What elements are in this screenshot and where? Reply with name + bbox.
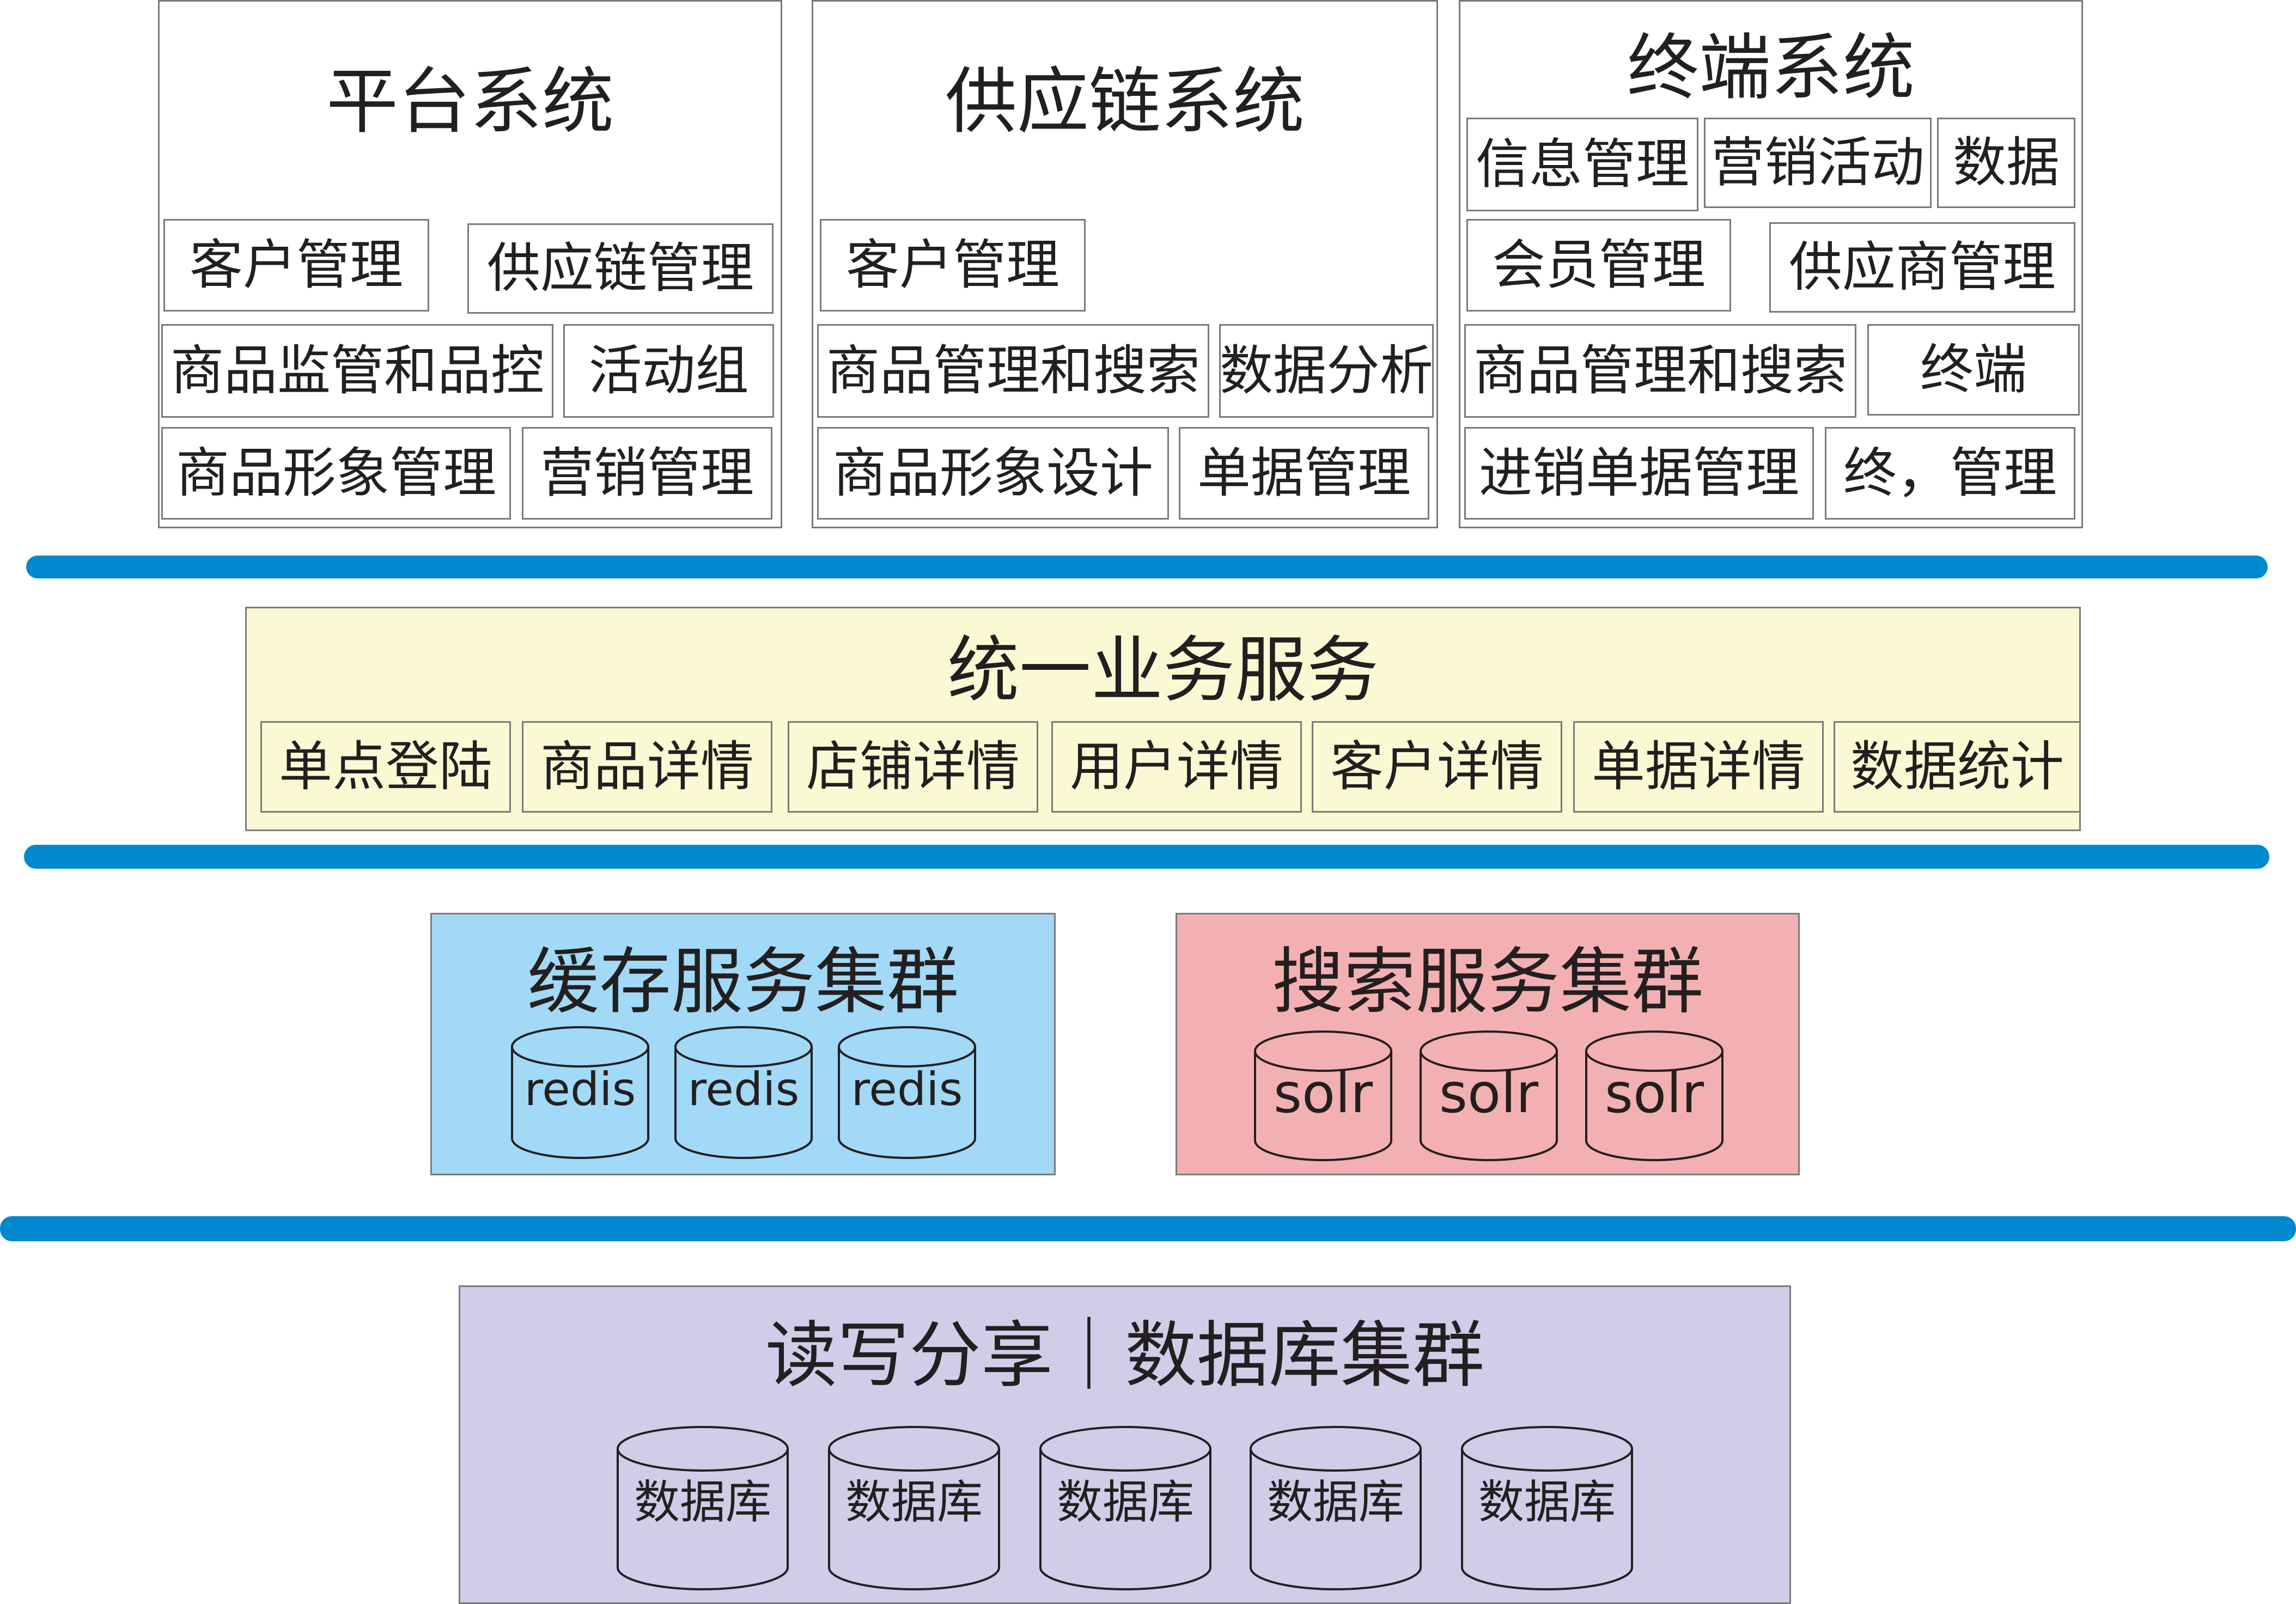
platform-cell: 供应链管理 xyxy=(467,223,774,314)
service-cell: 店铺详情 xyxy=(788,721,1038,813)
platform-cell: 活动组 xyxy=(563,324,774,418)
database-node-icon xyxy=(828,1426,1000,1590)
cache-cluster-panel: 缓存服务集群 xyxy=(430,913,1056,1175)
bus-line xyxy=(24,845,2269,869)
terminal-cell: 信息管理 xyxy=(1466,118,1698,211)
terminal-cell: 终，管理 xyxy=(1825,427,2075,520)
database-cluster-title: 读写分享｜数据库集群 xyxy=(765,1314,1484,1398)
service-cell: 客户详情 xyxy=(1312,721,1562,813)
terminal-cell: 数据 xyxy=(1937,118,2075,208)
redis-node-icon xyxy=(838,1026,976,1159)
solr-node-label: solr xyxy=(1273,1062,1373,1125)
solr-node-label: solr xyxy=(1439,1062,1539,1125)
supply-chain-system-title: 供应链系统 xyxy=(945,60,1305,144)
search-cluster-title: 搜索服务集群 xyxy=(1272,940,1703,1024)
platform-cell: 营销管理 xyxy=(522,427,772,520)
service-cell: 单据详情 xyxy=(1573,721,1824,813)
redis-node-label: redis xyxy=(687,1063,800,1116)
redis-node-icon xyxy=(674,1026,813,1159)
supply-cell: 单据管理 xyxy=(1179,427,1429,520)
bus-line xyxy=(26,556,2268,578)
platform-system-title: 平台系统 xyxy=(326,60,614,144)
cache-cluster-title: 缓存服务集群 xyxy=(527,940,959,1024)
platform-cell: 客户管理 xyxy=(163,219,429,312)
terminal-cell: 会员管理 xyxy=(1466,219,1731,312)
service-cell: 数据统计 xyxy=(1834,721,2081,813)
terminal-cell: 营销活动 xyxy=(1704,118,1932,208)
supply-cell: 商品管理和搜索 xyxy=(817,324,1209,418)
platform-cell: 商品形象管理 xyxy=(161,427,511,520)
service-cell: 用户详情 xyxy=(1051,721,1302,813)
terminal-cell: 供应商管理 xyxy=(1769,222,2075,313)
terminal-system-title: 终端系统 xyxy=(1627,26,1915,110)
platform-cell: 商品监管和品控 xyxy=(161,324,553,418)
bus-line xyxy=(0,1216,2296,1241)
solr-node-icon xyxy=(1420,1030,1558,1161)
supply-cell: 商品形象设计 xyxy=(817,427,1169,520)
redis-node-label: redis xyxy=(851,1063,963,1116)
database-cluster-panel: 读写分享｜数据库集群 xyxy=(459,1285,1791,1604)
supply-cell: 客户管理 xyxy=(820,219,1086,312)
service-cell: 单点登陆 xyxy=(260,721,511,813)
solr-node-label: solr xyxy=(1604,1062,1704,1125)
solr-node-icon xyxy=(1585,1030,1723,1161)
database-node-icon xyxy=(1461,1426,1633,1590)
terminal-cell: 商品管理和搜索 xyxy=(1464,324,1856,418)
solr-node-icon xyxy=(1254,1030,1392,1161)
database-node-icon xyxy=(1250,1426,1422,1590)
database-node-label: 数据库 xyxy=(1056,1475,1194,1529)
database-node-label: 数据库 xyxy=(1478,1475,1616,1529)
database-node-icon xyxy=(1039,1426,1211,1590)
database-node-label: 数据库 xyxy=(1266,1475,1404,1529)
supply-cell: 数据分析 xyxy=(1219,324,1434,418)
unified-service-title: 统一业务服务 xyxy=(947,629,1379,712)
service-cell: 商品详情 xyxy=(522,721,772,813)
redis-node-icon xyxy=(511,1026,649,1159)
terminal-cell: 终端 xyxy=(1867,324,2080,416)
redis-node-label: redis xyxy=(524,1063,636,1116)
database-node-label: 数据库 xyxy=(845,1475,983,1529)
terminal-cell: 进销单据管理 xyxy=(1464,427,1814,520)
database-node-icon xyxy=(617,1426,789,1590)
database-node-label: 数据库 xyxy=(634,1475,771,1529)
search-cluster-panel: 搜索服务集群 xyxy=(1176,913,1800,1175)
